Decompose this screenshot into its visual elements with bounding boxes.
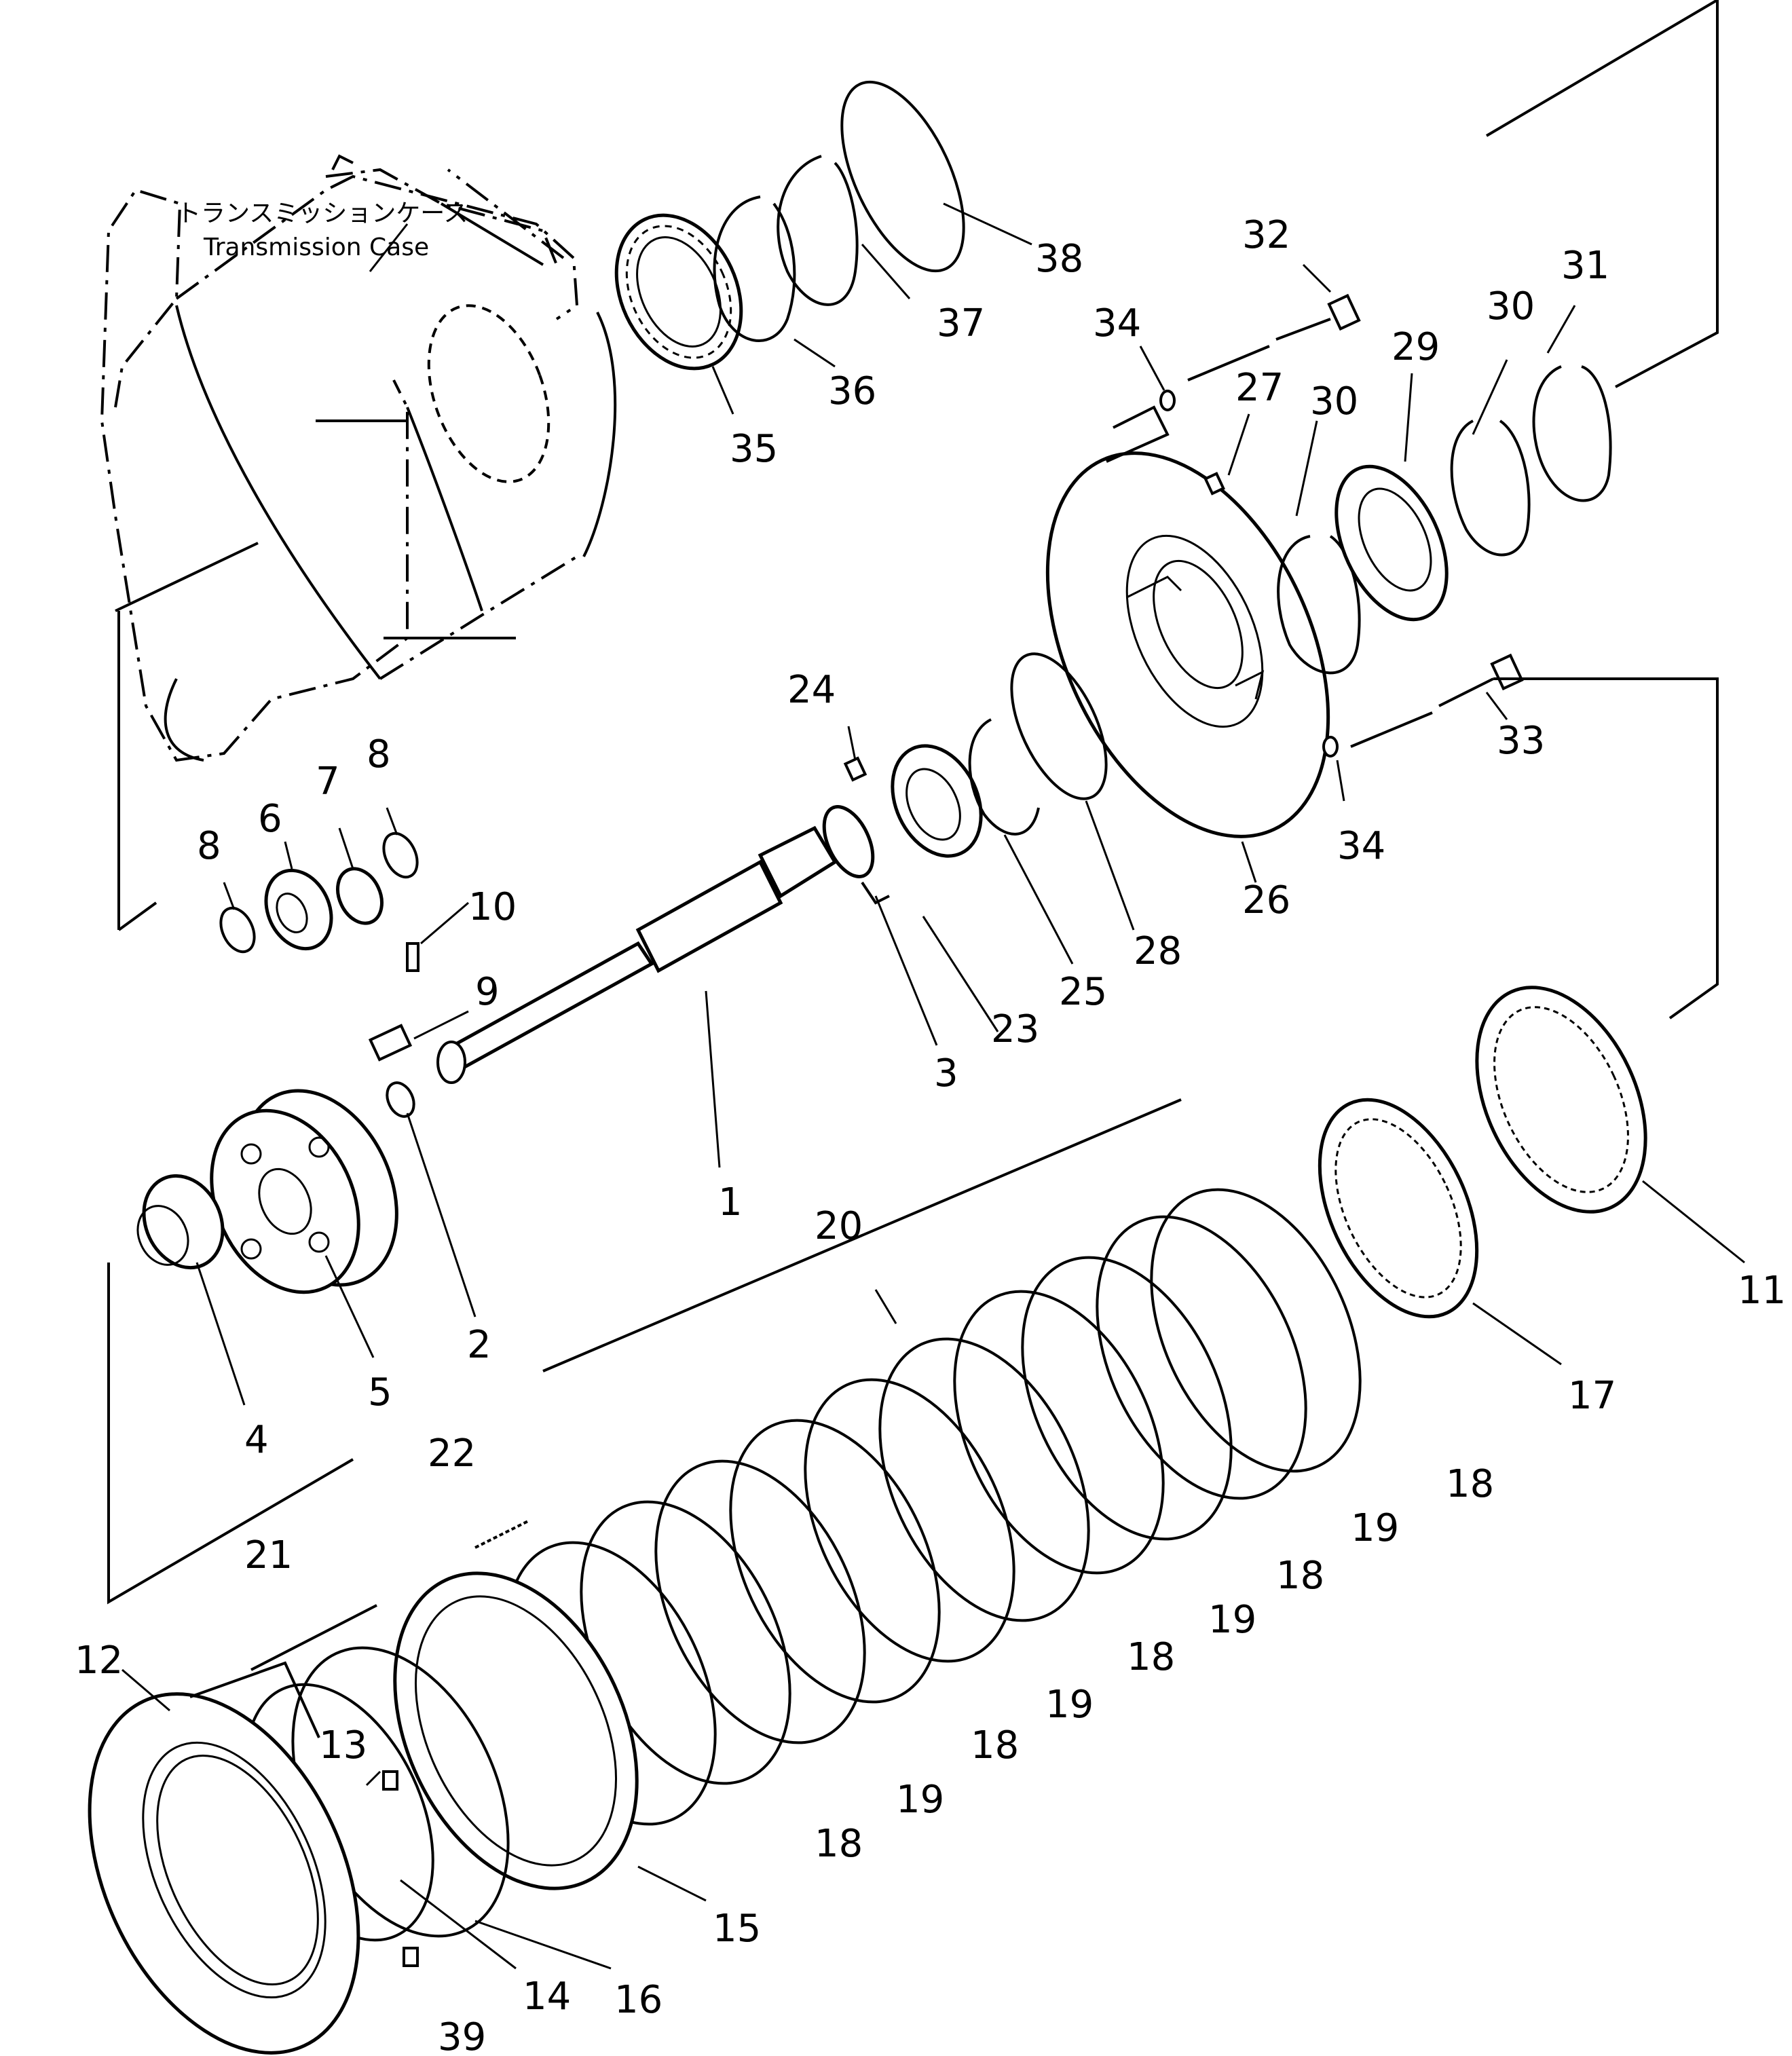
callout-19-b: 19	[1208, 1598, 1256, 1642]
bolt-32	[1187, 293, 1361, 381]
callout-38: 38	[1035, 237, 1083, 281]
callout-14: 14	[523, 1975, 571, 2019]
callout-24: 24	[787, 668, 836, 712]
ring-gear-17	[1318, 1098, 1479, 1319]
callout-33: 33	[1497, 719, 1545, 763]
pin-21	[250, 1604, 377, 1671]
case-label-japanese: トランスミッションケース	[176, 200, 468, 227]
callout-12: 12	[75, 1639, 123, 1683]
washer-8a	[219, 906, 256, 954]
callout-36: 36	[828, 369, 876, 413]
callout-15: 15	[713, 1907, 761, 1951]
housing-12	[88, 1661, 360, 2055]
needle-bearing-7	[336, 867, 384, 925]
callout-8-right: 8	[367, 732, 391, 777]
snap-ring-30b	[1277, 535, 1361, 675]
callout-34-a: 34	[1093, 301, 1141, 345]
bearing-4	[136, 1174, 225, 1270]
callout-9: 9	[475, 970, 500, 1014]
callout-39: 39	[438, 2015, 486, 2056]
carrier-5	[210, 1089, 398, 1294]
snap-ring-25	[968, 718, 1040, 836]
collar-23	[891, 744, 983, 858]
plug-13	[382, 1770, 398, 1791]
callout-18-c: 18	[1127, 1635, 1175, 1679]
bracket-26	[1106, 405, 1170, 463]
leader-lines	[122, 202, 1745, 1970]
shaft-1	[436, 825, 838, 1084]
callout-10: 10	[468, 885, 517, 929]
callout-23: 23	[991, 1007, 1039, 1051]
bracket-clutch	[542, 1098, 1182, 1372]
bearing-35	[614, 213, 743, 371]
bracket-left-lower	[107, 1263, 354, 1605]
clutch-plates	[505, 1188, 1362, 1826]
callout-5: 5	[368, 1370, 392, 1415]
callout-25: 25	[1059, 970, 1107, 1014]
pin-10	[406, 942, 419, 972]
callout-19-d: 19	[896, 1778, 944, 1822]
bracket-top-right	[1485, 0, 1719, 388]
callout-17: 17	[1568, 1374, 1616, 1418]
callout-16: 16	[614, 1978, 662, 2022]
callout-19-c: 19	[1045, 1683, 1094, 1727]
callout-37: 37	[937, 301, 985, 345]
shaft-9	[368, 1024, 413, 1062]
o-ring-38	[840, 80, 965, 273]
washer-34a	[1159, 390, 1176, 411]
callout-8-left: 8	[197, 824, 221, 868]
callout-18-e: 18	[815, 1822, 863, 1866]
piston-15	[393, 1571, 639, 1890]
callout-30-b: 30	[1487, 284, 1535, 329]
callout-19-a: 19	[1351, 1506, 1399, 1550]
bearing-29	[1334, 464, 1449, 622]
callout-30-a: 30	[1310, 379, 1358, 424]
callout-1: 1	[718, 1180, 743, 1225]
snap-ring-31	[1532, 365, 1612, 502]
ring-gear-11	[1475, 986, 1647, 1214]
case-label-english: Transmission Case	[203, 233, 429, 261]
seal-ring-3	[822, 805, 890, 905]
washer-8b	[382, 831, 419, 879]
callout-2: 2	[467, 1323, 491, 1367]
pin-24	[843, 756, 867, 782]
callout-35: 35	[730, 427, 778, 471]
callout-4: 4	[244, 1418, 269, 1462]
callout-27: 27	[1235, 366, 1284, 410]
callout-28: 28	[1134, 929, 1182, 973]
callout-6: 6	[258, 797, 282, 841]
callout-13: 13	[319, 1723, 367, 1768]
callout-21: 21	[244, 1533, 293, 1577]
callout-32: 32	[1242, 213, 1290, 257]
callout-7: 7	[316, 760, 340, 804]
callout-11: 11	[1738, 1269, 1786, 1313]
callout-29: 29	[1392, 325, 1440, 369]
callout-3: 3	[934, 1051, 958, 1096]
callout-20: 20	[815, 1204, 863, 1248]
bolt-33	[1350, 653, 1524, 748]
callout-26: 26	[1242, 878, 1290, 922]
bracket-right-middle	[1493, 677, 1719, 1020]
washer-34b	[1322, 736, 1339, 758]
callout-numbers: 1 2 3 4 5 6 7 8 8 9 10 11 12 13 14 15 16…	[75, 213, 1786, 2056]
callout-18-b: 18	[1276, 1554, 1324, 1598]
transmission-case	[100, 154, 617, 931]
o-ring-28	[1010, 652, 1108, 800]
callout-31: 31	[1561, 244, 1609, 288]
snap-ring-30a	[1450, 419, 1531, 557]
gear-6	[264, 868, 333, 951]
callout-34-b: 34	[1337, 824, 1385, 868]
spring-22	[474, 1519, 530, 1549]
washer-2	[386, 1081, 415, 1118]
snap-ring-37	[777, 155, 859, 306]
callout-22: 22	[428, 1432, 476, 1476]
snap-ring-36	[713, 195, 796, 343]
plug-39	[403, 1947, 419, 1967]
cover-26	[1045, 451, 1330, 838]
callout-18-a: 18	[1446, 1462, 1494, 1506]
callout-18-d: 18	[971, 1723, 1019, 1768]
pin-27	[1203, 472, 1225, 496]
